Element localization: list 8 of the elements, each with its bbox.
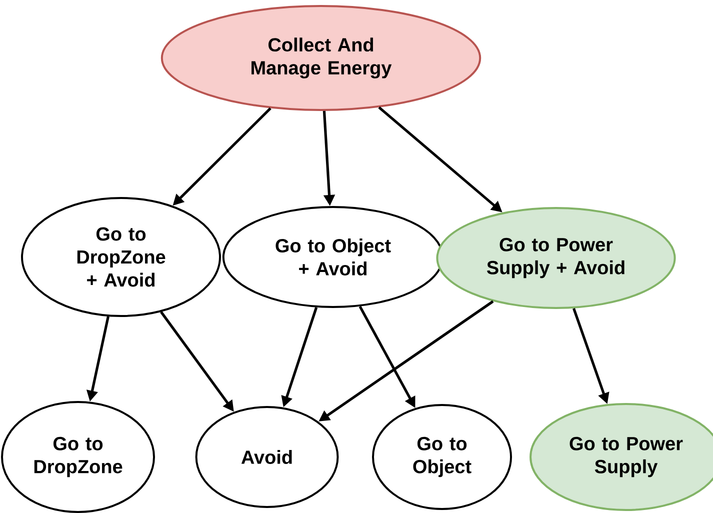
ellipse-node: Go to DropZone bbox=[1, 401, 155, 513]
ellipse-node: Avoid bbox=[195, 406, 339, 508]
ellipse-node: Collect And Manage Energy bbox=[160, 5, 482, 111]
ellipse-node: Go to DropZone + Avoid bbox=[21, 197, 221, 317]
ellipse-node: Go to Object bbox=[372, 404, 512, 510]
ellipse-node: Go to Power Supply bbox=[530, 403, 713, 511]
ellipse-node: Go to Object + Avoid bbox=[222, 206, 444, 308]
ellipse-node: Go to Power Supply + Avoid bbox=[436, 207, 676, 309]
